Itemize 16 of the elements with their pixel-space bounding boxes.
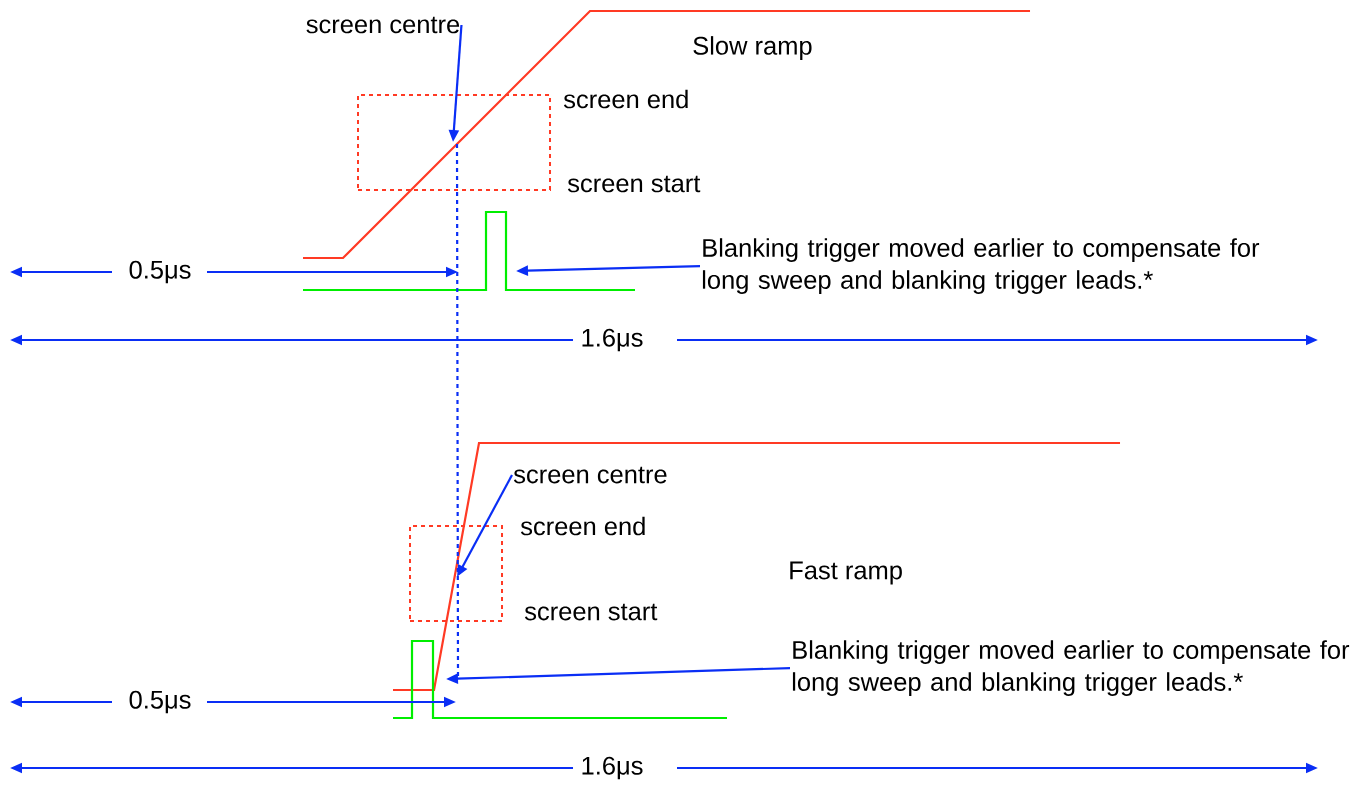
screen-end-label: screen end	[520, 516, 645, 536]
callout-text: screen centre	[513, 466, 667, 484]
callout-text: Blanking trigger moved earlier to compensate for long sweep and blanking trigger leads.*	[702, 238, 1260, 294]
ramp-label: Slow ramp	[693, 36, 812, 60]
screen-window	[357, 94, 551, 191]
ramp-label: Fast ramp	[790, 561, 902, 585]
callout-text: screen centre	[306, 16, 460, 34]
dimension-label: 1.6μs	[582, 756, 643, 780]
dimension-label: 1.6μs	[582, 328, 643, 352]
callout-text: Blanking trigger moved earlier to compensate for long sweep and blanking trigger leads.*	[792, 640, 1350, 696]
screen-start-label: screen start	[524, 603, 658, 621]
screen-start-label: screen start	[567, 175, 701, 193]
dimension-label: 0.5μs	[129, 690, 191, 714]
dimension-label: 0.5μs	[129, 260, 191, 284]
screen-window	[409, 525, 503, 622]
screen-end-label: screen end	[563, 89, 688, 109]
